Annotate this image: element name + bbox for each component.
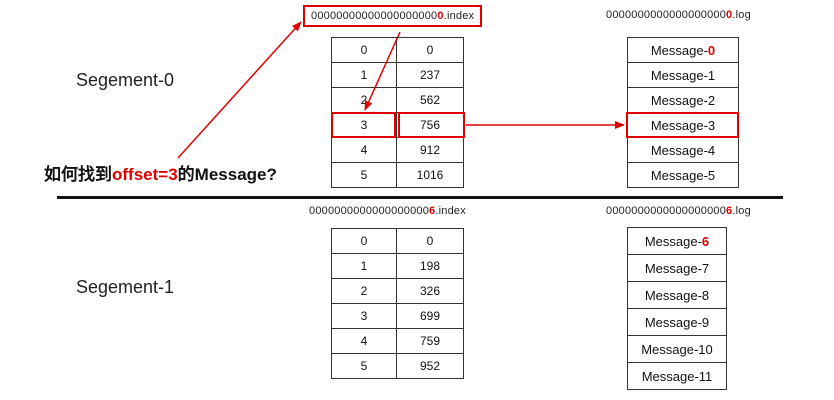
log-row: Message-0 xyxy=(627,37,739,63)
segment-0-label: Segement-0 xyxy=(76,70,175,90)
question-before: 如何找到 xyxy=(44,165,112,184)
message-prefix: Message- xyxy=(644,260,702,276)
index-position-cell: 699 xyxy=(396,303,464,329)
log-filename-prefix: 0000000000000000000 xyxy=(606,205,727,217)
message-number: 0 xyxy=(707,42,716,58)
index-offset-cell: 2 xyxy=(331,278,397,304)
index-filename-highlight: 0 xyxy=(437,10,444,22)
message-prefix: Message- xyxy=(650,167,708,183)
log-row: Message-7 xyxy=(627,254,727,282)
message-prefix: Message- xyxy=(644,287,702,303)
log-row: Message-3 xyxy=(627,112,739,138)
log-row: Message-11 xyxy=(627,362,727,390)
arrow-index-file-to-offset-3 xyxy=(364,31,401,111)
highlight-index-offset-3 xyxy=(331,112,396,138)
segment-1-label: Segement-1 xyxy=(76,277,175,297)
log-row: Message-8 xyxy=(627,281,727,309)
message-number: 4 xyxy=(707,142,716,158)
index-position-cell: 562 xyxy=(396,87,464,113)
message-prefix: Message- xyxy=(644,233,702,249)
message-number: 8 xyxy=(701,287,710,303)
message-number: 2 xyxy=(707,92,716,108)
log-row: Message-6 xyxy=(627,227,727,255)
segment-0-log-filename: 00000000000000000000.log xyxy=(606,9,751,21)
index-position-cell: 1016 xyxy=(396,162,464,188)
log-row: Message-5 xyxy=(627,162,739,188)
segment-divider xyxy=(57,196,783,199)
log-message-cell: Message-0 xyxy=(627,37,739,63)
message-number: 9 xyxy=(701,314,710,330)
index-position-cell: 912 xyxy=(396,137,464,163)
message-prefix: Message- xyxy=(650,142,708,158)
index-filename-suffix: .index xyxy=(443,10,475,22)
log-message-cell: Message-3 xyxy=(627,112,739,138)
message-prefix: Message- xyxy=(641,341,699,357)
log-row: Message-10 xyxy=(627,335,727,363)
index-filename-prefix: 0000000000000000000 xyxy=(309,205,430,217)
segment-1-index-filename: 00000000000000000006.index xyxy=(309,205,466,217)
log-message-cell: Message-4 xyxy=(627,137,739,163)
message-prefix: Message- xyxy=(650,42,708,58)
message-prefix: Message- xyxy=(650,92,708,108)
log-filename-highlight: 0 xyxy=(726,9,733,21)
segment-1-log-filename: 00000000000000000006.log xyxy=(606,205,751,217)
index-position-cell: 0 xyxy=(396,228,464,254)
segment-0-index-filename: 000000000000000000000.index xyxy=(303,5,483,27)
log-message-cell: Message-10 xyxy=(627,335,727,363)
message-prefix: Message- xyxy=(644,314,702,330)
message-number: 7 xyxy=(701,260,710,276)
message-prefix: Message- xyxy=(650,117,708,133)
index-filename-suffix: .index xyxy=(435,205,466,217)
index-offset-cell: 5 xyxy=(331,162,397,188)
message-number: 10 xyxy=(698,341,713,357)
log-message-cell: Message-7 xyxy=(627,254,727,282)
question-after: 的Message? xyxy=(177,165,277,184)
log-message-cell: Message-8 xyxy=(627,281,727,309)
highlight-message-3 xyxy=(626,112,739,138)
index-filename-highlight: 6 xyxy=(429,205,436,217)
message-prefix: Message- xyxy=(650,67,708,83)
log-filename-suffix: .log xyxy=(732,205,751,217)
index-offset-cell: 5 xyxy=(331,353,397,379)
index-position-cell: 237 xyxy=(396,62,464,88)
log-message-cell: Message-6 xyxy=(627,227,727,255)
log-filename-suffix: .log xyxy=(732,9,751,21)
index-filename-prefix: 00000000000000000000 xyxy=(311,10,438,22)
log-filename-highlight: 6 xyxy=(726,205,733,217)
message-prefix: Message- xyxy=(641,368,699,384)
message-number: 1 xyxy=(707,67,716,83)
message-number: 5 xyxy=(707,167,716,183)
log-message-cell: Message-5 xyxy=(627,162,739,188)
message-number: 3 xyxy=(707,117,716,133)
lookup-question: 如何找到offset=3的Message? xyxy=(44,160,277,185)
question-highlight: offset=3 xyxy=(112,165,178,184)
index-position-cell: 952 xyxy=(396,353,464,379)
index-offset-cell: 2 xyxy=(331,87,397,113)
log-message-cell: Message-11 xyxy=(627,362,727,390)
highlight-index-position-756 xyxy=(398,112,465,138)
message-number: 11 xyxy=(698,368,713,384)
message-number: 6 xyxy=(701,233,710,249)
arrow-question-to-index-file xyxy=(177,21,302,159)
log-row: Message-4 xyxy=(627,137,739,163)
log-filename-prefix: 0000000000000000000 xyxy=(606,9,727,21)
